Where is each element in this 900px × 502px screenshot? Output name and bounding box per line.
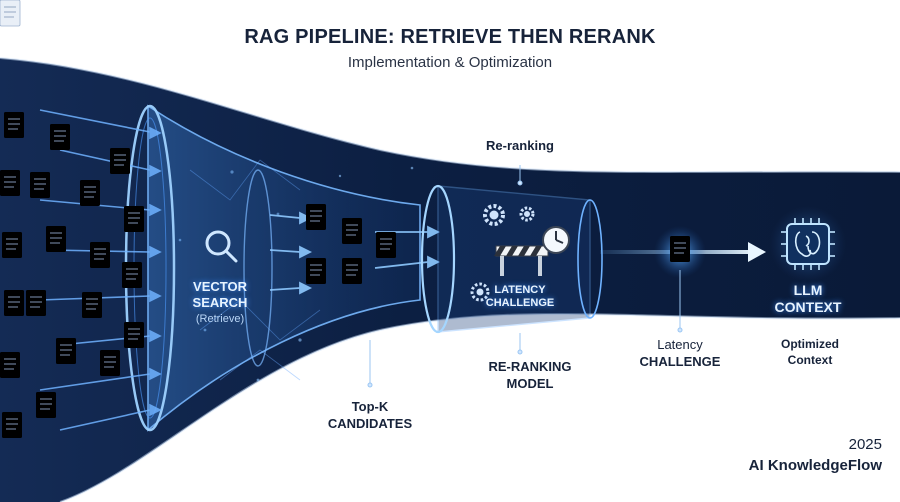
llm-context-line2: CONTEXT: [774, 299, 842, 315]
latency-bottom-line1: Latency: [657, 337, 703, 352]
vector-search-line2: SEARCH: [192, 295, 248, 310]
brain-chip-icon: [770, 206, 846, 282]
page-subtitle: Implementation & Optimization: [347, 54, 553, 71]
footer-brand: AI KnowledgeFlow: [748, 457, 882, 474]
top-k-line2: CANDIDATES: [327, 416, 413, 431]
clock-icon: [542, 226, 570, 254]
reranking-model-line2: MODEL: [506, 376, 554, 391]
gear-icon: [470, 204, 535, 302]
footer-year: 2025: [848, 436, 882, 453]
page-title: RAG PIPELINE: RETRIEVE THEN RERANK: [244, 26, 656, 48]
latency-inner-line1: LATENCY: [494, 284, 546, 296]
optimized-context-label: Optimized Context: [760, 336, 860, 368]
magnifier-icon: [205, 230, 238, 263]
latency-inner-line2: CHALLENGE: [485, 297, 555, 309]
vector-search-line3: (Retrieve): [195, 313, 245, 325]
reranking-top-label: Re-ranking: [486, 138, 554, 153]
llm-context-label: LLM CONTEXT: [768, 282, 848, 316]
latency-bottom-line2: CHALLENGE: [639, 354, 721, 369]
barrier-icon: [494, 245, 549, 276]
vector-search-label: VECTOR SEARCH (Retrieve): [180, 279, 260, 327]
latency-bottom-label: Latency CHALLENGE: [626, 336, 734, 370]
optimized-line2: Context: [787, 353, 833, 367]
top-k-line1: Top-K: [351, 399, 389, 414]
reranking-cylinder: [420, 184, 603, 334]
reranking-model-line1: RE-RANKING: [488, 359, 572, 374]
document-icon: [0, 0, 21, 27]
llm-context-line1: LLM: [793, 282, 823, 298]
vector-search-line1: VECTOR: [193, 279, 247, 294]
optimized-line1: Optimized: [780, 337, 839, 351]
reranking-model-label: RE-RANKING MODEL: [470, 358, 590, 392]
top-k-label: Top-K CANDIDATES: [310, 398, 430, 432]
latency-inner-label: LATENCY CHALLENGE: [470, 284, 570, 310]
